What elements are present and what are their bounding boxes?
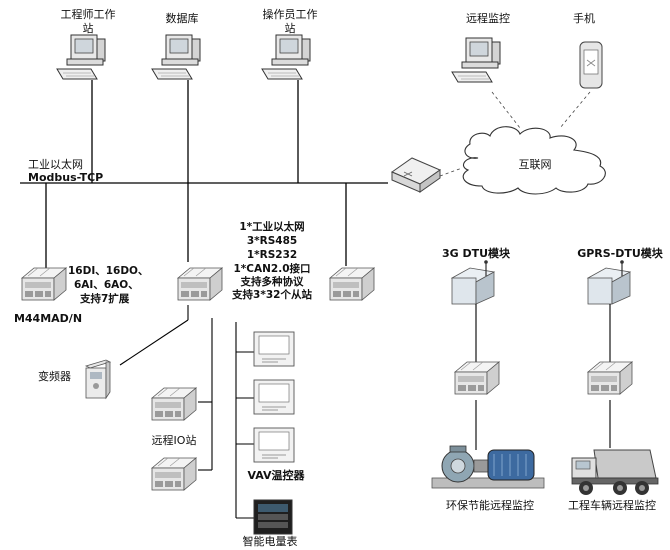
remote-site-vehicle: GPRS-DTU模块 工程车辆远程监控 [568, 246, 664, 512]
controller-m44-io-line2: 6AI、6AO、 [74, 279, 139, 291]
smart-meter: 智能电量表 [243, 499, 298, 548]
dtu-module-icon [586, 260, 632, 305]
operator-label-line2: 站 [285, 21, 296, 35]
controller-m44: M44MAD/N 16DI、16DO、 6AI、6AO、 支持7扩展 [14, 265, 149, 325]
thermostat-icon [253, 379, 295, 415]
internet-label: 互联网 [519, 158, 552, 171]
remote-site-env: 3G DTU模块 环保节能远程监控 [431, 246, 545, 512]
internet-cloud: 互联网 [462, 126, 606, 195]
operator-workstation: 操作员工作 站 [261, 7, 318, 80]
controller-m44-io-line1: 16DI、16DO、 [68, 265, 149, 277]
plc-icon [177, 267, 223, 301]
vav-controllers: VAV温控器 [247, 331, 306, 482]
dtu-3g-label: 3G DTU模块 [442, 246, 511, 260]
feature-line-1: 1*工业以太网 [239, 220, 304, 233]
computer-icon [261, 34, 311, 80]
thermostat-icon [253, 427, 295, 463]
phone-icon [579, 41, 603, 89]
controller-m44-name: M44MAD/N [14, 312, 82, 325]
controller-right-plc-icon [329, 267, 375, 301]
remote-monitor-station: 远程监控 [451, 11, 510, 83]
vav-label: VAV温控器 [247, 468, 305, 482]
inverter-icon [84, 359, 112, 400]
dump-truck-icon [571, 449, 659, 495]
protocol-label: Modbus-TCP [28, 171, 103, 184]
field-bus-lines [119, 305, 254, 519]
inverter: 变频器 [38, 359, 112, 400]
computer-icon [151, 34, 201, 80]
ethernet-label: 工业以太网 [28, 158, 83, 171]
database-label: 数据库 [166, 11, 199, 25]
database-server: 数据库 [151, 11, 201, 80]
inverter-label: 变频器 [38, 369, 71, 383]
vehicle-monitor-label: 工程车辆远程监控 [568, 498, 656, 512]
cloud-icon [462, 126, 606, 195]
thermostat-icon [253, 331, 295, 367]
remote-monitor-label: 远程监控 [466, 11, 510, 25]
remote-io-station: 远程IO站 [151, 387, 197, 491]
operator-label-line1: 操作员工作 [263, 7, 318, 21]
plc-icon [151, 387, 197, 421]
feature-line-6: 支持3*32个从站 [231, 288, 312, 301]
engineer-label-line2: 站 [83, 21, 94, 35]
env-monitor-label: 环保节能远程监控 [446, 498, 534, 512]
phone-label: 手机 [573, 11, 595, 25]
dtu-gprs-label: GPRS-DTU模块 [577, 246, 664, 260]
computer-icon [451, 37, 501, 83]
feature-line-4: 1*CAN2.0接口 [233, 262, 310, 275]
computer-icon [56, 34, 106, 80]
controller-main: 1*工业以太网 3*RS485 1*RS232 1*CAN2.0接口 支持多种协… [177, 220, 312, 301]
pump-motor-icon [431, 445, 545, 489]
mobile-phone: 手机 [573, 11, 603, 89]
engineer-label-line1: 工程师工作 [61, 8, 116, 21]
feature-line-2: 3*RS485 [247, 235, 297, 247]
feature-line-3: 1*RS232 [247, 249, 297, 261]
remote-io-label: 远程IO站 [152, 433, 197, 447]
dtu-module-icon [450, 260, 496, 305]
plc-icon [454, 361, 500, 395]
feature-line-5: 支持多种协议 [240, 275, 304, 288]
plc-icon [587, 361, 633, 395]
controller-m44-io-line3: 支持7扩展 [79, 292, 130, 305]
ethernet-backbone [20, 80, 388, 268]
router-icon [390, 157, 442, 193]
meter-label: 智能电量表 [243, 534, 298, 548]
plc-icon [21, 267, 67, 301]
wireless-links [439, 91, 591, 177]
meter-icon [253, 499, 293, 535]
plc-icon [151, 457, 197, 491]
engineer-workstation: 工程师工作 站 [56, 8, 116, 80]
